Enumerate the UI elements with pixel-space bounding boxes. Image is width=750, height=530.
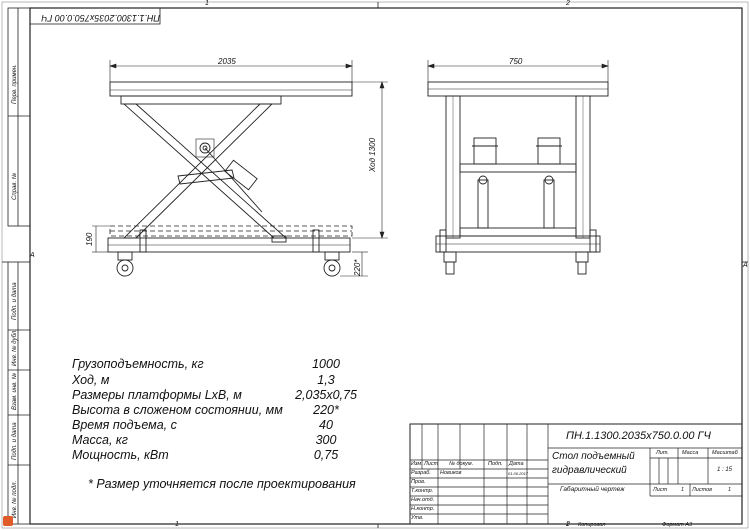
side-label-perv-primen: Перв. примен.: [12, 64, 18, 104]
zone-left-a: A: [30, 252, 35, 259]
top-left-stamp: ПН.1.1300.2035x750.0.00 ГЧ: [41, 13, 160, 23]
tb-razrab-name: Новиков: [440, 470, 462, 476]
tb-row-prov: Пров.: [411, 479, 426, 485]
side-label-inv-podl: Инв. № подл.: [12, 480, 18, 518]
dim-front-folded: 190: [85, 232, 94, 246]
tb-col-data: Дата: [509, 461, 524, 467]
spec-value: 1,3: [317, 373, 335, 387]
tb-doc-type: Габаритный чертеж: [560, 486, 625, 493]
zone-bottom-2: 2: [566, 521, 570, 528]
spec-label: Масса, кг: [72, 433, 128, 447]
side-label-podp-data-1: Подп. и дата: [12, 282, 18, 320]
tb-row-nkontr: Н.контр.: [411, 506, 435, 512]
zone-top-1: 1: [205, 0, 209, 7]
tb-razrab-date: 01.06.2017: [508, 471, 529, 476]
tb-scale: 1 : 15: [717, 467, 733, 473]
dim-front-stroke: Ход 1300: [368, 137, 377, 172]
spec-label: Грузоподъемность, кг: [72, 357, 204, 371]
zone-right-a: A: [743, 262, 748, 269]
tb-sheet-label: Лист: [653, 487, 668, 493]
zone-top-2: 2: [566, 0, 570, 7]
dim-front-height: 220*: [353, 259, 362, 276]
spec-value: 220*: [313, 403, 339, 417]
spec-label: Высота в сложеном состоянии, мм: [72, 403, 283, 417]
tb-row-razrab: Разраб.: [411, 470, 431, 476]
side-label-vzam-inv: Взам. инв. №: [12, 372, 18, 410]
tb-col-list: Лист: [424, 461, 439, 467]
zone-bottom-1: 1: [175, 521, 179, 528]
tb-lit: Лит.: [656, 450, 669, 456]
spec-label: Время подъема, с: [72, 418, 177, 432]
spec-label: Мощность, кВт: [72, 448, 169, 462]
tb-row-utv: Утв.: [411, 515, 424, 521]
spec-value: 40: [319, 418, 333, 432]
corner-tab-icon: [3, 516, 13, 526]
tb-name-1: Стол подъемный: [552, 451, 635, 462]
spec-label: Ход, м: [72, 373, 110, 387]
spec-value: 300: [315, 433, 337, 447]
tb-col-doc: № докум.: [449, 461, 474, 467]
tb-col-izm: Изм.: [411, 461, 423, 467]
tb-col-podp: Подп.: [488, 461, 503, 467]
tb-row-tkontr: Т.контр.: [411, 488, 434, 494]
side-label-inv-dubl: Инв. № дубл.: [12, 329, 18, 366]
spec-value: 1000: [312, 357, 340, 371]
spec-value: 0,75: [313, 448, 339, 462]
footnote: * Размер уточняется после проектирования: [88, 477, 356, 491]
tb-sheets-label: Листов: [692, 487, 713, 493]
tb-row-nach: Нач.отд.: [411, 497, 435, 503]
tb-sheet-no: 1: [681, 487, 685, 493]
tb-name-2: гидравлический: [552, 465, 627, 476]
spec-label: Размеры платформы LxB, м: [72, 388, 242, 402]
dim-side-width: 750: [509, 57, 523, 66]
bottom-format: Формат А3: [662, 522, 693, 528]
tb-massa: Масса: [682, 450, 699, 456]
tb-sheets-no: 1: [728, 487, 732, 493]
bottom-page: 1: [566, 522, 570, 528]
dim-front-width: 2035: [218, 57, 236, 66]
bottom-copied: Копировал: [578, 522, 606, 528]
spec-value: 2,035x0,75: [295, 388, 357, 402]
side-label-podp-data-2: Подп. и дата: [12, 422, 18, 460]
tb-designation: ПН.1.1300.2035x750.0.00 ГЧ: [566, 430, 711, 442]
side-label-sprav: Справ. №: [12, 172, 18, 200]
tb-masshtab: Масштаб: [712, 450, 738, 456]
